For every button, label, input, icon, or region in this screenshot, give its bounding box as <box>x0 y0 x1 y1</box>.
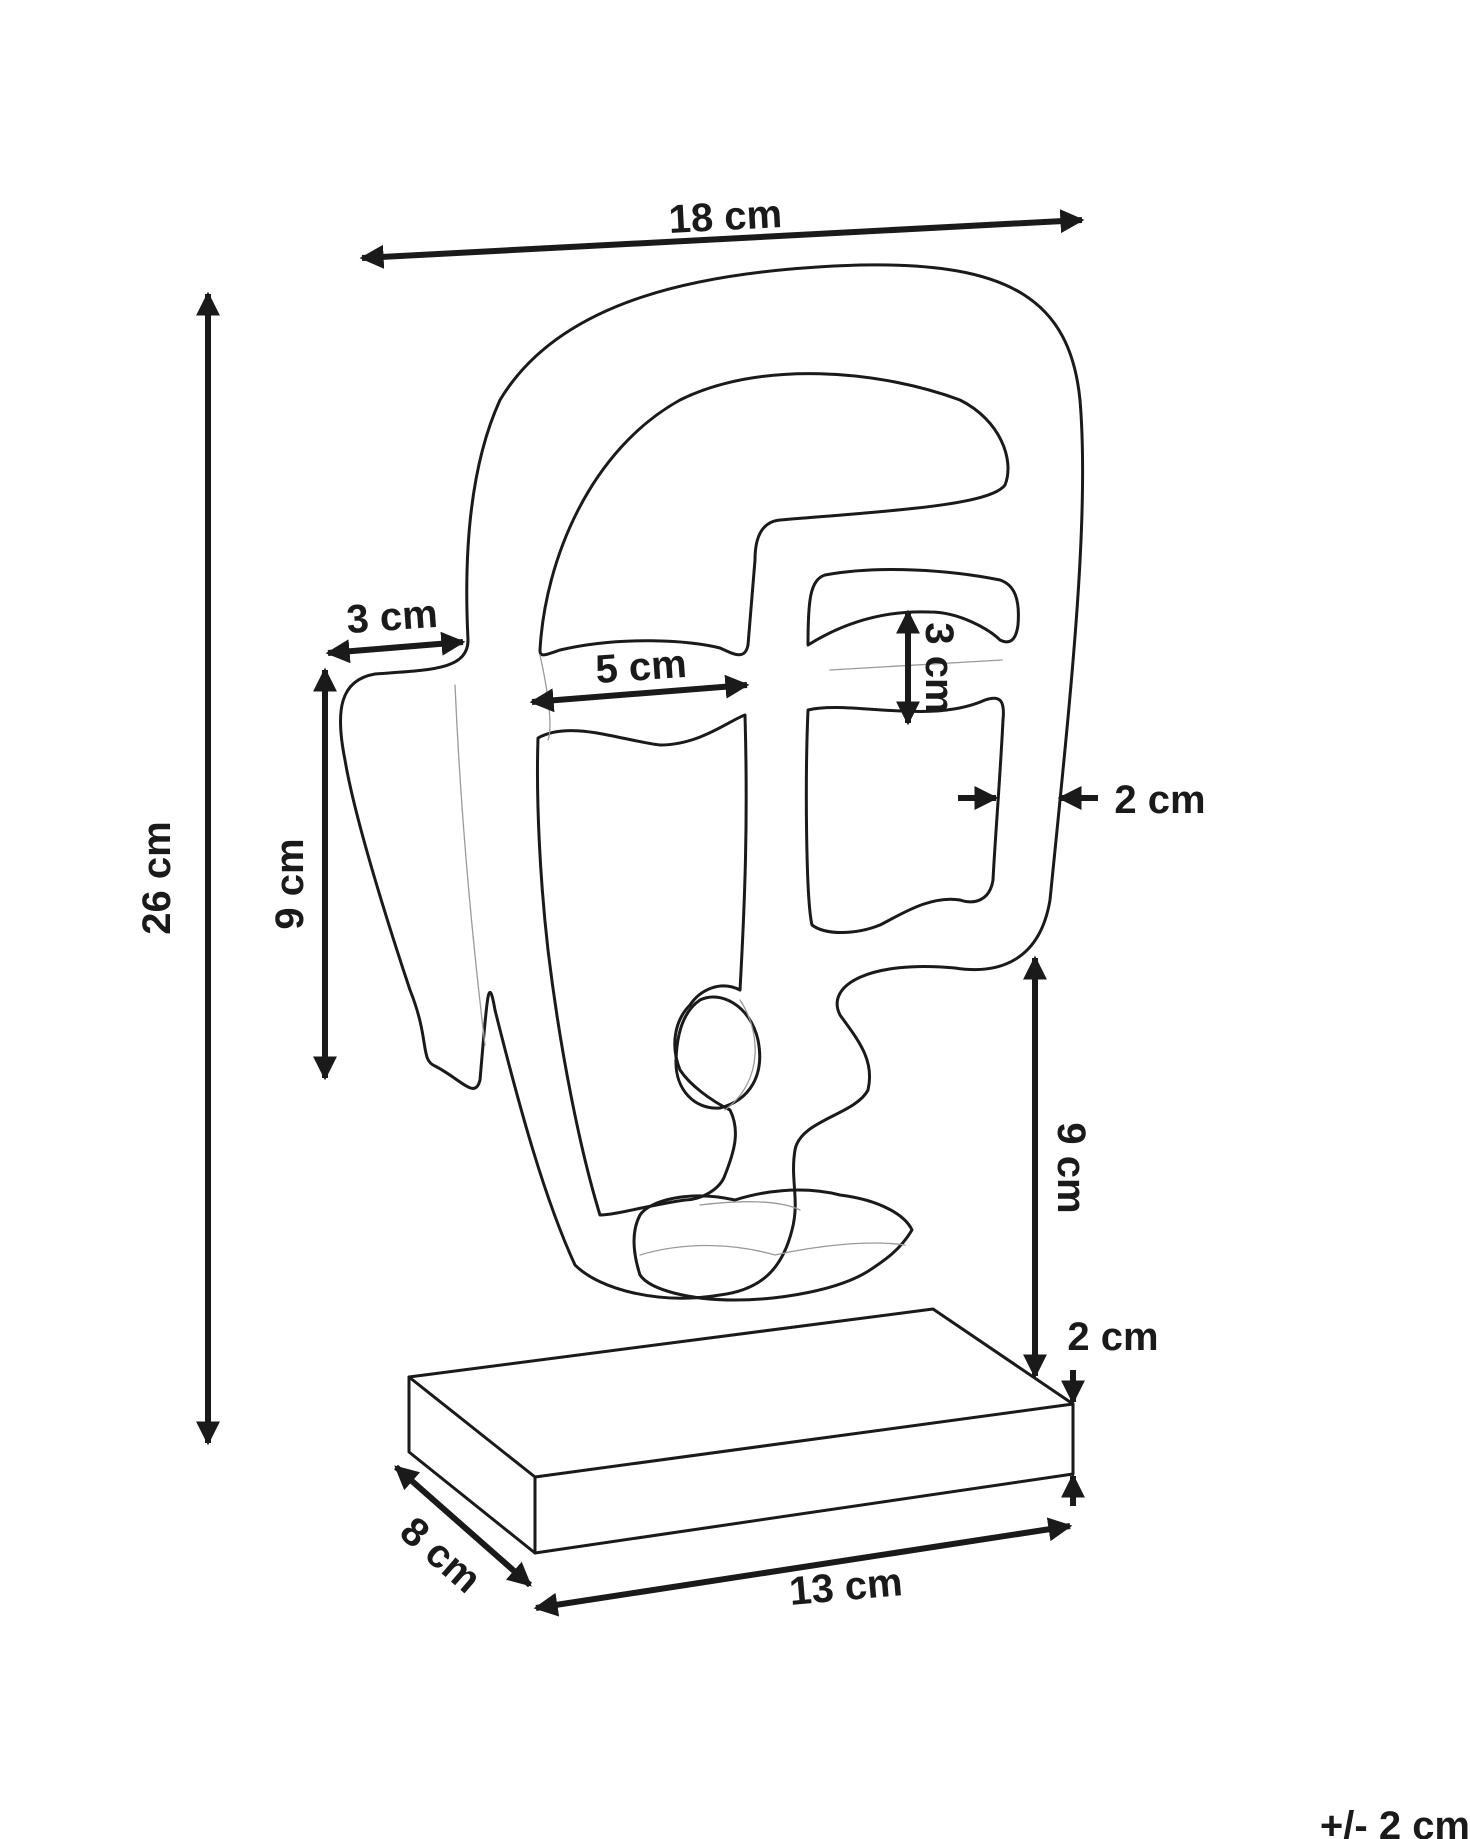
label-ear-depth: 3 cm <box>345 592 439 642</box>
label-base-depth: 8 cm <box>392 1509 490 1602</box>
label-chin-height: 9 cm <box>1049 1122 1093 1213</box>
ear-depth-arrow <box>325 631 466 664</box>
label-frame-thickness: 2 cm <box>1114 778 1205 822</box>
dimension-labels: 18 cm 26 cm 3 cm 9 cm 5 cm 3 cm 2 cm 9 c… <box>135 192 1470 1839</box>
width-18-arrow <box>359 209 1085 269</box>
right-eye-panel <box>804 696 1005 934</box>
inner-face-outline <box>538 372 1010 657</box>
base-width-arrow <box>533 1517 1073 1617</box>
sculpture <box>338 263 1085 1555</box>
lips <box>632 1188 914 1302</box>
label-base-height: 2 cm <box>1067 1315 1158 1359</box>
base-depth-arrow <box>394 1464 532 1588</box>
eye-width-arrow <box>529 674 750 713</box>
left-eye-panel <box>536 713 748 1217</box>
label-ear-height: 9 cm <box>268 838 312 929</box>
label-tolerance: +/- 2 cm <box>1320 1804 1470 1839</box>
label-base-width: 13 cm <box>787 1560 904 1614</box>
right-eye-upper <box>806 568 1020 647</box>
label-width-18: 18 cm <box>668 192 784 242</box>
label-height-26: 26 cm <box>135 821 179 934</box>
head-outline <box>338 263 1085 1300</box>
base-block <box>407 1307 1075 1555</box>
label-eye-width: 5 cm <box>594 642 688 692</box>
dimension-lines <box>196 209 1098 1617</box>
nose <box>674 995 762 1110</box>
label-eye-height: 3 cm <box>917 622 961 713</box>
